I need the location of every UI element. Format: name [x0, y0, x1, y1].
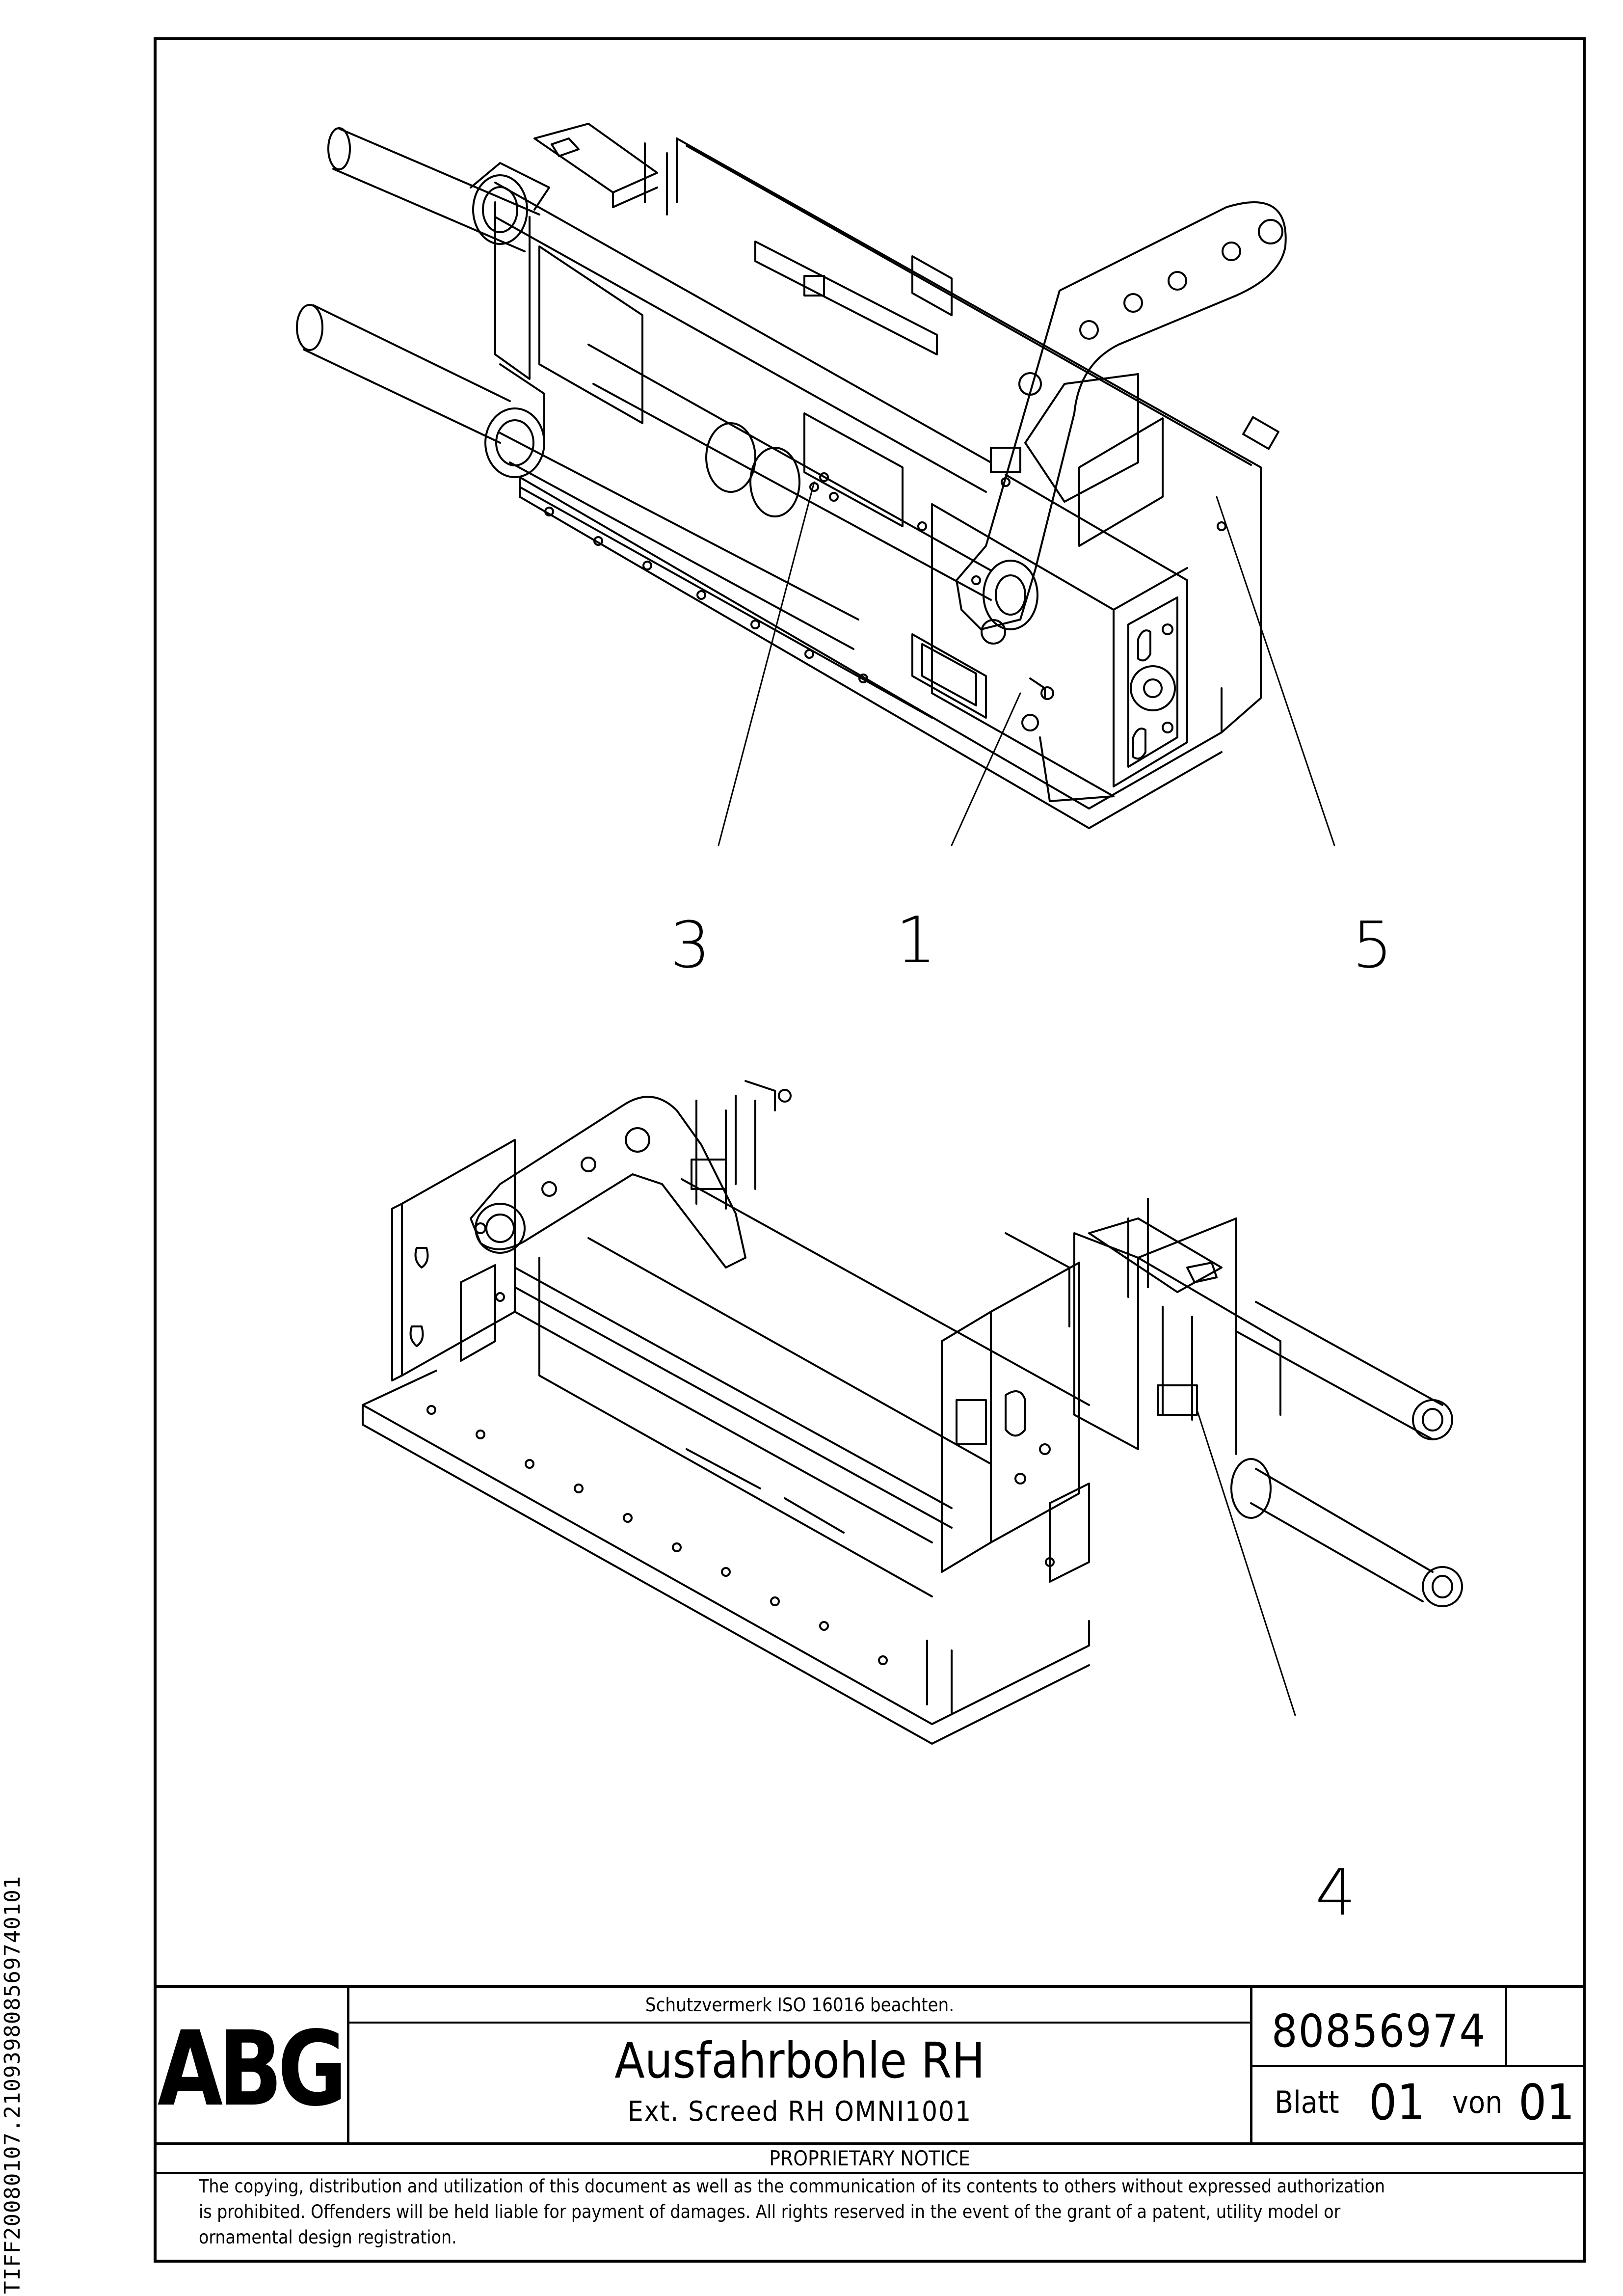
drawing-title: Ausfahrbohle RH [614, 2032, 985, 2089]
of-label: von [1452, 2084, 1503, 2120]
notice-line-1: The copying, distribution and utilizatio… [199, 2176, 1385, 2197]
notice-line-3: ornamental design registration. [199, 2227, 457, 2248]
callout-4: 4 [1315, 1855, 1356, 1930]
notice-line-2: is prohibited. Offenders will be held li… [199, 2201, 1341, 2222]
side-document-id: TIFF20080107.210939808569740101 [0, 1875, 25, 2294]
drawing-number: 80856974 [1271, 2005, 1487, 2057]
sheet-frame [154, 37, 1586, 2263]
callout-1: 1 [896, 903, 936, 977]
technical-drawing [157, 40, 1583, 1985]
lower-screed-view [362, 1080, 1463, 1745]
leader-line-lower [1196, 1409, 1296, 1716]
upper-screed-view [296, 123, 1287, 829]
sheet-label: Blatt [1275, 2084, 1339, 2120]
protection-note: Schutzvermerk ISO 16016 beachten. [645, 1994, 955, 2016]
drawing-subtitle: Ext. Screed RH OMNI1001 [627, 2096, 972, 2128]
callout-3: 3 [670, 908, 711, 982]
title-block: ABG Schutzvermerk ISO 16016 beachten. Au… [157, 1985, 1583, 2260]
callout-5: 5 [1352, 908, 1393, 982]
notice-heading: PROPRIETARY NOTICE [769, 2146, 970, 2170]
leader-lines-upper [718, 481, 1335, 846]
sheet-total: 01 [1518, 2074, 1575, 2131]
sheet-number: 01 [1369, 2074, 1425, 2131]
company-logo: ABG [157, 2008, 347, 2129]
